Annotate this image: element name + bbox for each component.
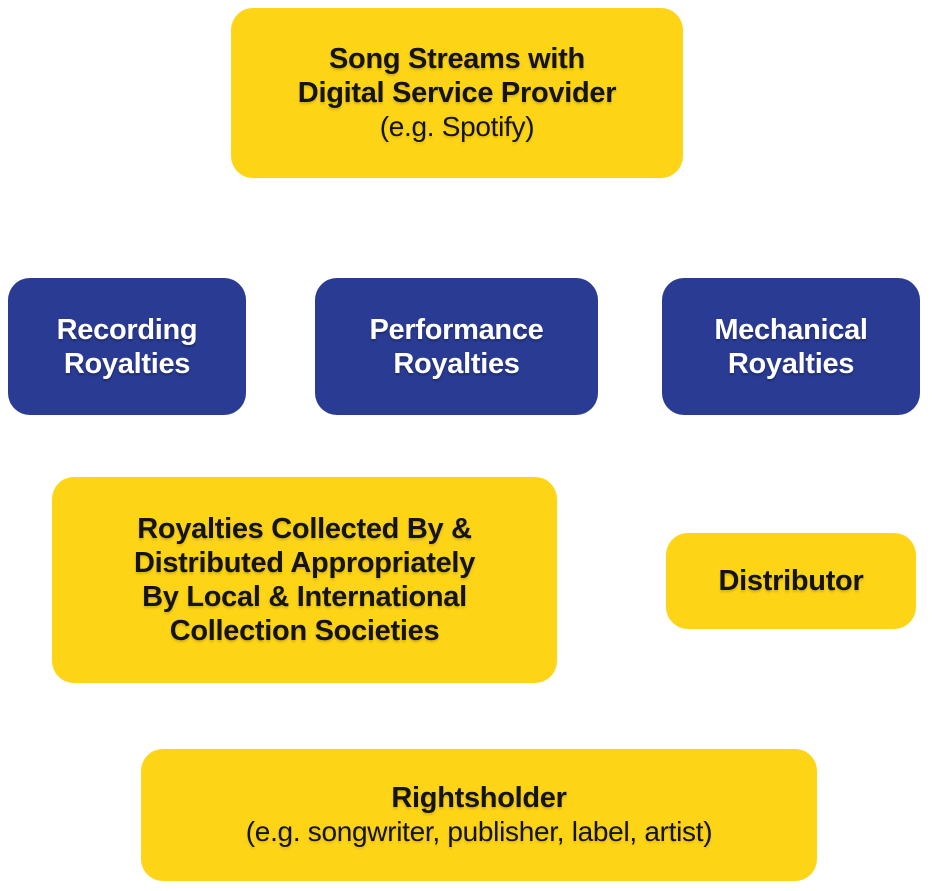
node-mechanical-royalties: Mechanical Royalties [662, 278, 920, 415]
performance-title-line-2: Royalties [393, 347, 520, 380]
rightsholder-title: Rightsholder [391, 782, 567, 814]
dsp-title-line-1: Song Streams with [329, 43, 585, 75]
mechanical-title-line-1: Mechanical [714, 313, 868, 346]
rightsholder-subtitle: (e.g. songwriter, publisher, label, arti… [245, 816, 713, 847]
societies-title-line-1: Royalties Collected By & [137, 513, 472, 545]
recording-title-line-2: Royalties [63, 347, 191, 380]
societies-title-line-4: Collection Societies [169, 615, 440, 647]
node-song-streams-dsp: Song Streams with Digital Service Provid… [231, 8, 683, 178]
societies-title-line-3: By Local & International [142, 581, 467, 613]
recording-title-line-1: Recording [56, 313, 198, 346]
performance-title-line-1: Performance [369, 313, 544, 346]
distributor-title: Distributor [718, 565, 864, 597]
node-collection-societies: Royalties Collected By & Distributed App… [52, 477, 557, 683]
node-recording-royalties: Recording Royalties [8, 278, 246, 415]
node-performance-royalties: Performance Royalties [315, 278, 598, 415]
societies-title-line-2: Distributed Appropriately [133, 547, 476, 579]
dsp-title-line-2: Digital Service Provider [297, 77, 617, 109]
node-rightsholder: Rightsholder (e.g. songwriter, publisher… [141, 749, 817, 881]
mechanical-title-line-2: Royalties [727, 347, 855, 380]
dsp-subtitle: (e.g. Spotify) [379, 111, 535, 142]
node-distributor: Distributor [666, 533, 916, 629]
